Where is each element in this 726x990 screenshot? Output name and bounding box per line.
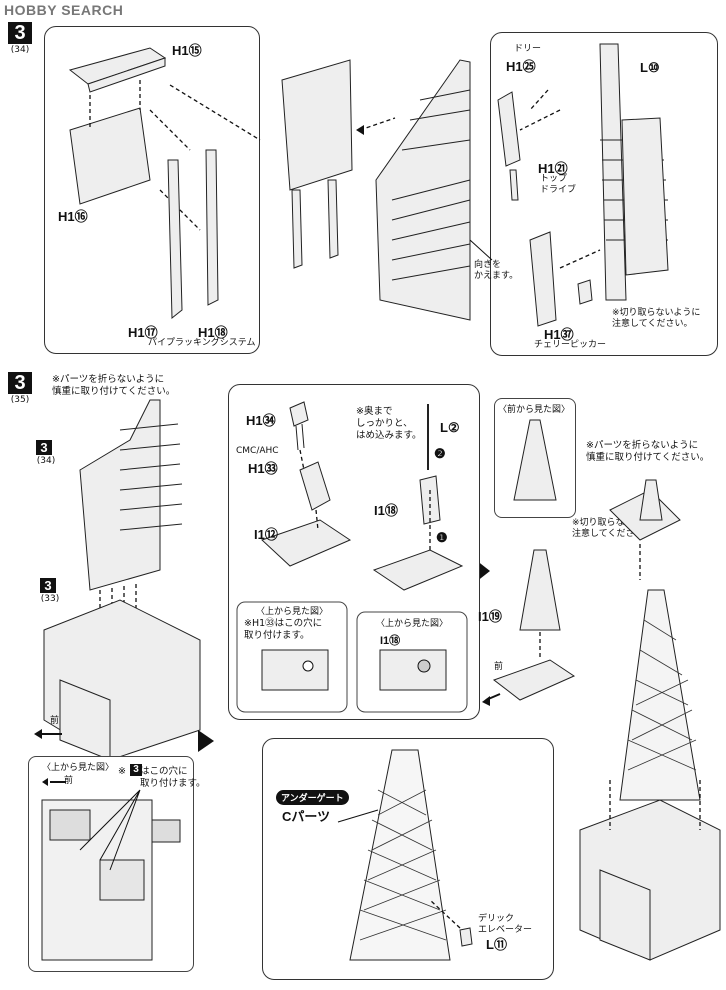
label-cparts: Cパーツ xyxy=(282,809,331,824)
part-h21 xyxy=(509,169,519,201)
label-i18: I1⑱ xyxy=(374,503,398,518)
label-step-a: ❷ xyxy=(434,446,446,461)
label-derrick: デリック エレベーター xyxy=(478,914,533,935)
box1-title: 〈上から見た図〉 xyxy=(255,607,328,617)
ref-step-33: 3 xyxy=(40,578,56,593)
frontview-title: 〈前から見た図〉 xyxy=(497,405,570,415)
label-step-b: ❶ xyxy=(436,530,448,545)
box2-title: 〈上から見た図〉 xyxy=(375,619,448,629)
part-ladder xyxy=(375,59,471,321)
label-cherry-picker: チェリーピッカー xyxy=(534,340,607,350)
label-dolly: ドリー xyxy=(514,44,542,54)
topview-ref: 3 xyxy=(130,764,142,776)
label-h18: H1⑱ xyxy=(198,325,228,340)
label-l2: L② xyxy=(440,420,460,435)
caution-break-2: ※パーツを折らないように 慎重に取り付けてください。 xyxy=(586,440,710,463)
topview-note-b: はこの穴に 取り付けます。 xyxy=(140,766,206,789)
part-h18 xyxy=(205,149,219,306)
step-sub: (34) xyxy=(10,45,30,55)
label-h34: H1㉞ xyxy=(246,413,276,428)
part-h17 xyxy=(167,159,183,320)
step-number-2: 3 xyxy=(8,372,32,394)
label-h21: H1㉑ xyxy=(538,161,568,176)
part-h25 xyxy=(497,91,521,167)
part-topdrive xyxy=(529,231,557,327)
caution-cut-2: ※切り取らないように 注意してください。 xyxy=(572,518,661,539)
label-front-1: 前 xyxy=(50,716,60,726)
label-h33: H1㉝ xyxy=(248,461,278,476)
part-h16 xyxy=(69,107,151,205)
label-cmc: CMC/AHC xyxy=(236,446,279,456)
label-l11: L⑪ xyxy=(486,937,507,952)
box2-label: I1⑱ xyxy=(380,635,401,647)
step-sub-2: (35) xyxy=(10,395,30,405)
box1-note: ※H1㉝はこの穴に 取り付けます。 xyxy=(244,618,323,641)
topview-title-1: 〈上から見た図〉 xyxy=(41,763,114,773)
ref-step-33-sub: (33) xyxy=(40,594,60,604)
ref-step-34-sub: (34) xyxy=(36,456,56,466)
label-turn: 向きを かえます。 xyxy=(474,260,519,281)
label-h37: H1㊲ xyxy=(544,327,574,342)
label-l10: L⑩ xyxy=(640,60,660,75)
part-l10 xyxy=(599,43,627,301)
label-h15: H1⑮ xyxy=(172,43,202,58)
label-topdrive: トップ ドライブ xyxy=(540,174,577,195)
topview-front: 前 xyxy=(64,776,74,786)
part-assembled-rack xyxy=(281,59,353,191)
label-pipe-racking: パイプラッキングシステム xyxy=(148,338,256,348)
watermark: HOBBY SEARCH xyxy=(4,2,124,18)
topview-note-a: ※ xyxy=(118,766,126,777)
ref-step-34: 3 xyxy=(36,440,52,455)
label-front-2: 前 xyxy=(494,662,504,672)
tag-undergate: アンダーゲート xyxy=(276,790,349,805)
caution-break-1: ※パーツを折らないように 慎重に取り付けてください。 xyxy=(52,374,176,397)
label-i19: I1⑲ xyxy=(478,609,502,624)
label-h17: H1⑰ xyxy=(128,325,158,340)
label-i12: I1⑫ xyxy=(254,527,278,542)
label-h25: H1㉕ xyxy=(506,59,536,74)
step-number: 3 xyxy=(8,22,32,44)
label-h16: H1⑯ xyxy=(58,209,88,224)
part-h37 xyxy=(577,279,593,305)
note-deep: ※奥まで しっかりと、 はめ込みます。 xyxy=(356,406,422,441)
label-caution-cut-1: ※切り取らないように 注意してください。 xyxy=(612,308,701,329)
